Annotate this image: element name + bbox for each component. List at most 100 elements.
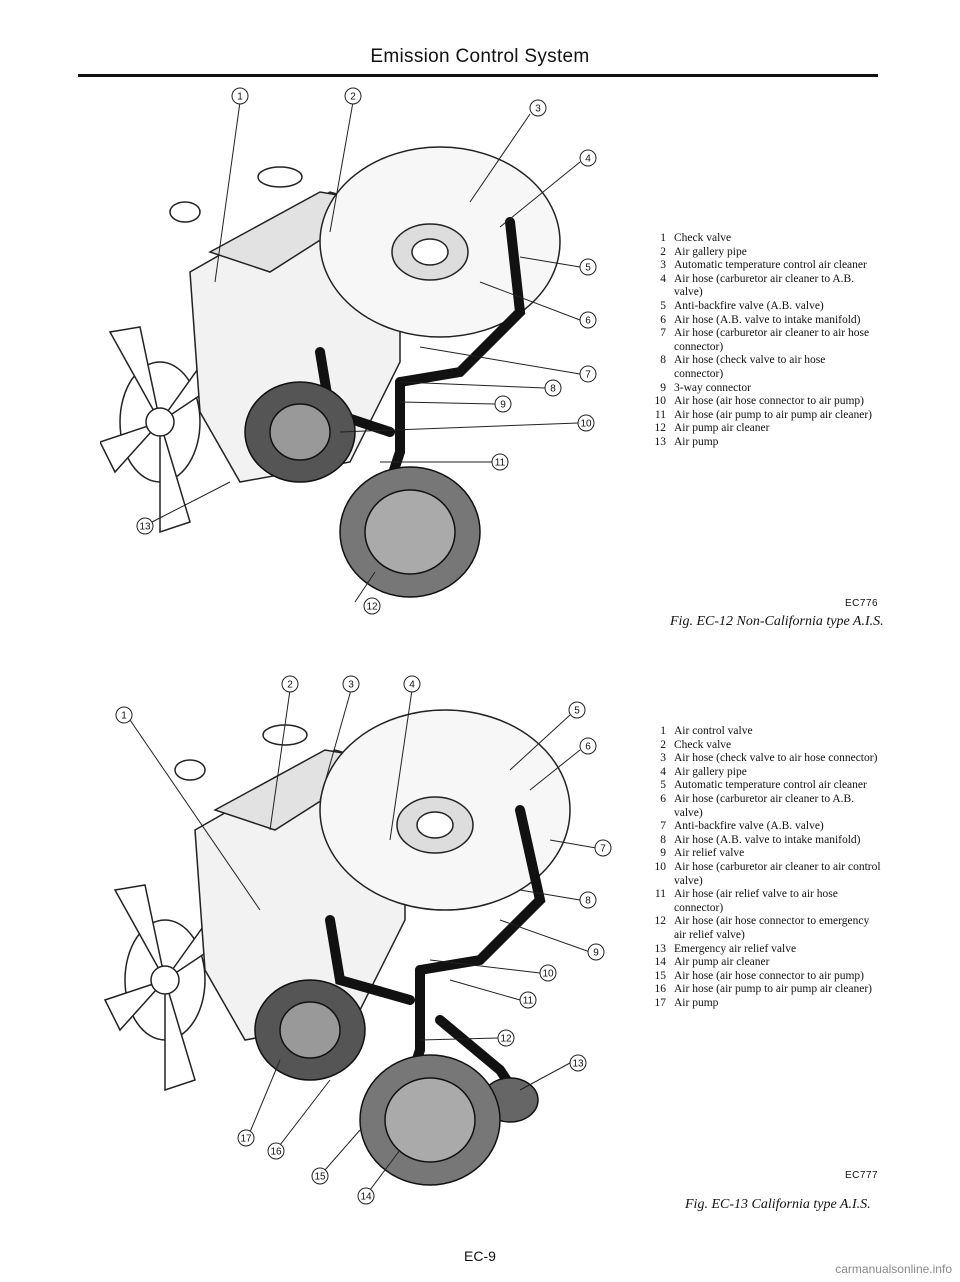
callout-number: 4	[585, 154, 591, 165]
legend-item: 7 Air hose (carburetor air cleaner to air…	[636, 327, 876, 354]
legend-number: 11	[654, 888, 666, 901]
legend-text: Anti-backfire valve (A.B. valve)	[674, 299, 824, 312]
callout-number: 13	[572, 1059, 584, 1070]
air-pump-cleaner-drawing	[359, 1054, 501, 1186]
legend-number: 17	[654, 996, 667, 1009]
illustration-code: EC776	[845, 598, 879, 609]
legend-number: 14	[654, 956, 667, 969]
legend-text: Check valve	[674, 738, 732, 751]
callout-number: 11	[495, 458, 506, 469]
legend-number: 5	[660, 779, 666, 792]
legend-text: Air pump	[674, 996, 719, 1009]
legend-number: 7	[660, 820, 666, 833]
legend-item: 1 Check valve	[636, 232, 876, 246]
legend-text: Air pump	[674, 435, 719, 448]
legend-text: 3-way connector	[674, 381, 751, 394]
callout-number: 16	[270, 1147, 282, 1158]
legend-text: Air gallery pipe	[674, 245, 747, 258]
legend-text: Air hose (air relief valve to air hose c…	[674, 888, 838, 914]
legend-text: Air hose (air hose connector to emergenc…	[674, 915, 870, 941]
callout-number: 6	[585, 316, 591, 327]
legend-item: 14 Air pump air cleaner	[636, 956, 881, 970]
header-rule	[78, 74, 878, 77]
legend-number: 9	[660, 381, 666, 394]
legend-number: 11	[654, 408, 666, 421]
air-pump-drawing	[244, 381, 356, 483]
callout-number: 3	[535, 104, 541, 115]
legend-text: Air hose (check valve to air hose connec…	[674, 354, 826, 380]
legend-number: 8	[660, 833, 666, 846]
legend-number: 3	[660, 259, 666, 272]
legend-number: 6	[660, 313, 666, 326]
callout-number: 12	[366, 602, 378, 613]
legend-text: Check valve	[674, 232, 732, 244]
callout-number: 6	[585, 742, 591, 753]
legend-text: Air hose (air hose connector to air pump…	[674, 395, 865, 408]
legend-number: 8	[660, 354, 666, 367]
legend-text: Anti-backfire valve (A.B. valve)	[674, 820, 824, 833]
legend-item: 9 3-way connector	[636, 382, 876, 396]
callout-number: 8	[585, 896, 591, 907]
legend-text: Air hose (carburetor air cleaner to A.B.…	[674, 272, 855, 299]
air-pump-cleaner-drawing	[339, 466, 481, 598]
legend-number: 4	[660, 272, 666, 285]
callout-number: 2	[350, 92, 356, 103]
callout-number: 11	[523, 996, 534, 1007]
legend-item: 17 Air pump	[636, 997, 881, 1011]
legend-text: Air hose (carburetor air cleaner to air …	[674, 860, 881, 887]
legend-number: 7	[660, 327, 666, 340]
callout-leaders	[151, 101, 581, 603]
legend-text: Air hose (carburetor air cleaner to A.B.…	[674, 792, 855, 819]
page-number: EC-9	[464, 1248, 496, 1264]
legend-item: 16 Air hose (air pump to air pump air cle…	[636, 983, 881, 997]
page-header: Emission Control System	[370, 46, 590, 67]
legend-text: Automatic temperature control air cleane…	[674, 259, 867, 272]
legend-text: Air control valve	[674, 725, 753, 737]
legend-number: 16	[654, 983, 667, 996]
callout-number: 13	[139, 522, 151, 533]
legend-item: 8 Air hose (A.B. valve to intake manifold…	[636, 834, 881, 848]
callout-number: 5	[585, 263, 591, 274]
callout-markers	[136, 87, 597, 615]
legend-text: Air hose (air hose connector to air pump…	[674, 969, 865, 982]
watermark: carmanualsonline.info	[835, 1262, 952, 1276]
legend-text: Air hose (carburetor air cleaner to air …	[674, 327, 870, 353]
callout-number: 14	[360, 1192, 372, 1203]
legend-number: 10	[654, 860, 667, 873]
legend-text: Air hose (air pump to air pump air clean…	[674, 983, 872, 996]
legend-text: Air relief valve	[674, 847, 745, 860]
figure-caption: Fig. EC-13 California type A.I.S.	[685, 1197, 871, 1212]
legend-item: 8 Air hose (check valve to air hose conne…	[636, 354, 876, 381]
legend-text: Air gallery pipe	[674, 765, 747, 778]
callout-number: 1	[237, 92, 243, 103]
callout-markers	[115, 675, 612, 1205]
callout-number: 9	[500, 400, 506, 411]
legend-number: 5	[660, 299, 666, 312]
legend-number: 3	[660, 752, 666, 765]
callout-number: 9	[593, 948, 599, 959]
legend-item: 10 Air hose (carburetor air cleaner to ai…	[636, 861, 881, 888]
legend-text: Air pump air cleaner	[674, 956, 770, 969]
legend-text: Air hose (A.B. valve to intake manifold)	[674, 833, 861, 846]
legend-number: 12	[654, 422, 667, 435]
callout-number: 8	[550, 384, 556, 395]
callout-number: 4	[409, 680, 415, 691]
figure-caption: Fig. EC-12 Non-California type A.I.S.	[670, 614, 884, 629]
legend-number: 9	[660, 847, 666, 860]
legend-number: 6	[660, 792, 666, 805]
legend-number: 1	[660, 232, 666, 244]
legend-item: 4 Air hose (carburetor air cleaner to A.B…	[636, 273, 876, 300]
